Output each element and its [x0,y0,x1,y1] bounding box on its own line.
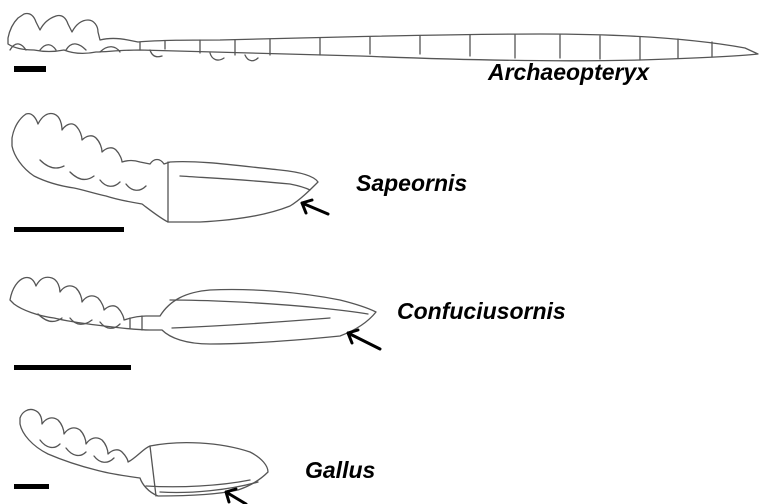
sapeornis-pygostyle-arrow [302,200,328,214]
gallus-tail-drawing [20,409,268,496]
gallus-label: Gallus [305,459,375,482]
sapeornis-scale-bar [14,227,124,232]
sapeornis-label: Sapeornis [356,172,467,195]
sapeornis-tail-drawing [12,113,318,222]
archaeopteryx-scale-bar [14,66,46,72]
confuciusornis-label: Confuciusornis [397,300,566,323]
gallus-pygostyle-arrow [226,489,246,504]
confuciusornis-scale-bar [14,365,131,370]
gallus-scale-bar [14,484,49,489]
confuciusornis-tail-drawing [10,277,376,344]
confuciusornis-pygostyle-arrow [348,330,380,349]
archaeopteryx-tail-drawing [8,13,758,60]
archaeopteryx-label: Archaeopteryx [488,61,649,84]
